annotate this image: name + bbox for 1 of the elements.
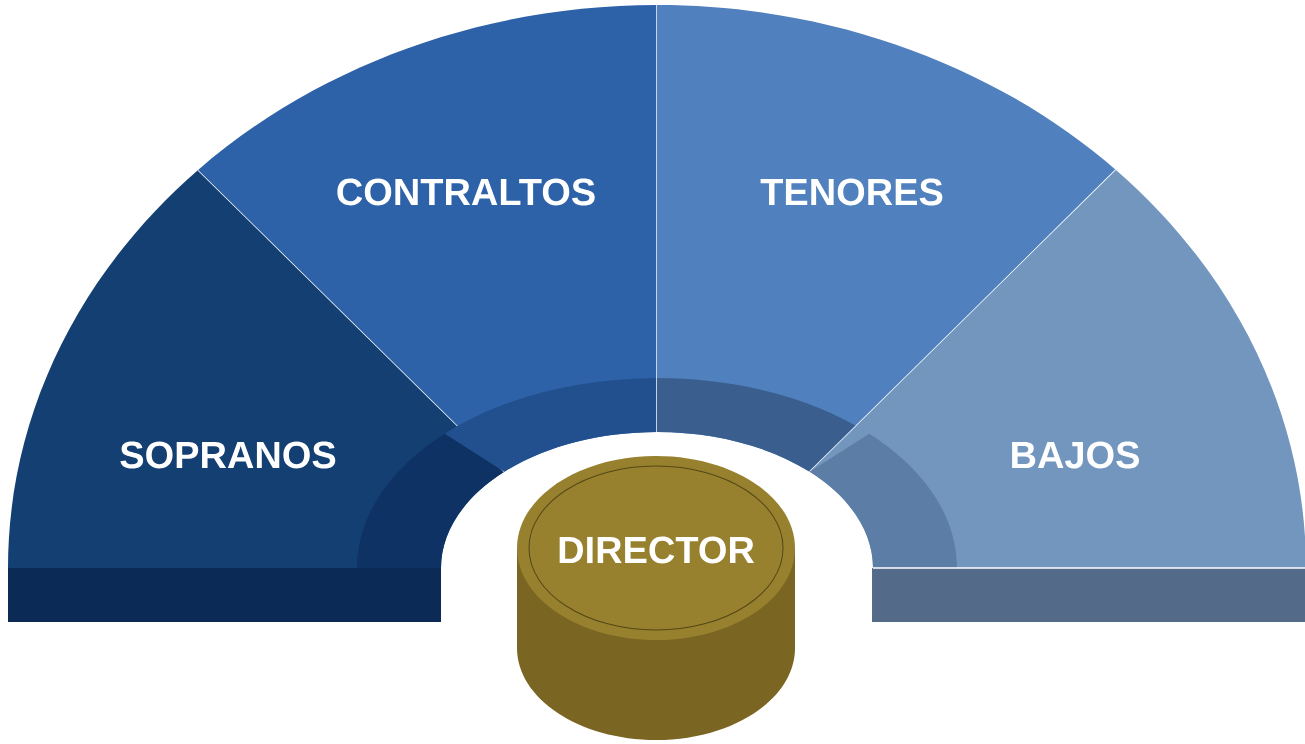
cylinder: DIRECTOR: [517, 456, 795, 740]
